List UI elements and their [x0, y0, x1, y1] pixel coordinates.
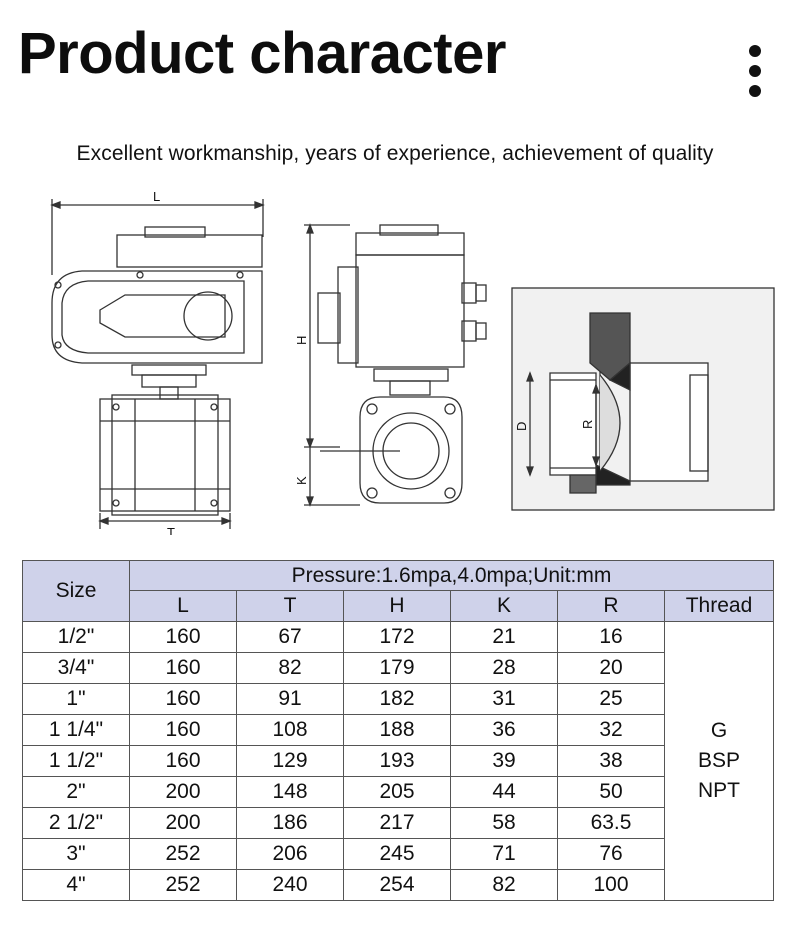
table-row: 1/2" 160 67 172 21 16 G BSP NPT [22, 621, 774, 901]
cell-L: 200 [129, 807, 237, 839]
cell-K: 82 [450, 869, 558, 901]
cell-R: 100 [557, 869, 665, 901]
cell-L: 252 [129, 869, 237, 901]
cell-H: 172 [343, 621, 451, 653]
cell-H: 193 [343, 745, 451, 777]
cell-T: 148 [236, 776, 344, 808]
cell-T: 67 [236, 621, 344, 653]
cell-H: 254 [343, 869, 451, 901]
cell-H: 205 [343, 776, 451, 808]
pressure-header: Pressure:1.6mpa,4.0mpa;Unit:mm [129, 560, 774, 591]
column-header-thread: Thread [664, 590, 774, 622]
cell-R: 25 [557, 683, 665, 715]
cell-L: 160 [129, 621, 237, 653]
cell-T: 206 [236, 838, 344, 870]
table-row: 1 1/2" 160 129 193 39 38 [22, 745, 774, 777]
cell-L: 160 [129, 714, 237, 746]
cell-L: 160 [129, 745, 237, 777]
spec-table: Size Pressure:1.6mpa,4.0mpa;Unit:mm L T … [22, 560, 774, 901]
dim-label-T: T [167, 525, 175, 535]
cell-K: 21 [450, 621, 558, 653]
dim-label-L: L [153, 189, 160, 204]
cell-R: 38 [557, 745, 665, 777]
valve-technical-drawing: L T H K D R [0, 185, 790, 540]
table-row: 3/4" 160 82 179 28 20 [22, 652, 774, 684]
cell-T: 129 [236, 745, 344, 777]
dim-label-R: R [580, 420, 595, 429]
size-cell: 4" [22, 869, 130, 901]
table-row: 3" 252 206 245 71 76 [22, 838, 774, 870]
table-row: 2" 200 148 205 44 50 [22, 776, 774, 808]
size-cell: 1/2" [22, 621, 130, 653]
cell-K: 71 [450, 838, 558, 870]
size-cell: 1 1/4" [22, 714, 130, 746]
cell-H: 182 [343, 683, 451, 715]
dim-label-D: D [514, 422, 529, 431]
thread-cell: G BSP NPT [664, 621, 774, 901]
cell-H: 179 [343, 652, 451, 684]
more-vertical-icon[interactable] [745, 45, 765, 101]
cell-T: 91 [236, 683, 344, 715]
size-cell: 1" [22, 683, 130, 715]
subtitle: Excellent workmanship, years of experien… [76, 142, 714, 165]
size-cell: 2" [22, 776, 130, 808]
cell-H: 245 [343, 838, 451, 870]
table-row: 1" 160 91 182 31 25 [22, 683, 774, 715]
size-cell: 2 1/2" [22, 807, 130, 839]
size-cell: 3" [22, 838, 130, 870]
cell-H: 188 [343, 714, 451, 746]
size-header: Size [22, 560, 130, 622]
cell-K: 31 [450, 683, 558, 715]
valve-drawing-svg: L T H K D R [50, 189, 775, 540]
dim-label-K: K [294, 476, 309, 485]
column-header-K: K [450, 590, 558, 622]
side-view [304, 223, 487, 507]
cell-K: 44 [450, 776, 558, 808]
cell-T: 240 [236, 869, 344, 901]
size-cell: 1 1/2" [22, 745, 130, 777]
thread-value: NPT [698, 779, 740, 802]
cell-T: 108 [236, 714, 344, 746]
section-view [511, 287, 775, 511]
cell-K: 28 [450, 652, 558, 684]
table-row: 4" 252 240 254 82 100 [22, 869, 774, 901]
cell-L: 160 [129, 652, 237, 684]
cell-R: 16 [557, 621, 665, 653]
column-header-R: R [557, 590, 665, 622]
front-view [50, 199, 265, 529]
cell-K: 39 [450, 745, 558, 777]
dim-label-H: H [294, 336, 309, 345]
cell-R: 32 [557, 714, 665, 746]
thread-value: G [710, 719, 728, 742]
column-header-H: H [343, 590, 451, 622]
table-row: 1 1/4" 160 108 188 36 32 [22, 714, 774, 746]
column-header-T: T [236, 590, 344, 622]
cell-T: 186 [236, 807, 344, 839]
cell-L: 160 [129, 683, 237, 715]
cell-R: 50 [557, 776, 665, 808]
table-row: 2 1/2" 200 186 217 58 63.5 [22, 807, 774, 839]
cell-R: 63.5 [557, 807, 665, 839]
cell-L: 252 [129, 838, 237, 870]
cell-K: 36 [450, 714, 558, 746]
cell-R: 20 [557, 652, 665, 684]
page-title: Product character [18, 21, 506, 86]
cell-T: 82 [236, 652, 344, 684]
cell-K: 58 [450, 807, 558, 839]
cell-R: 76 [557, 838, 665, 870]
size-cell: 3/4" [22, 652, 130, 684]
cell-L: 200 [129, 776, 237, 808]
cell-H: 217 [343, 807, 451, 839]
thread-value: BSP [697, 749, 741, 772]
column-header-L: L [129, 590, 237, 622]
